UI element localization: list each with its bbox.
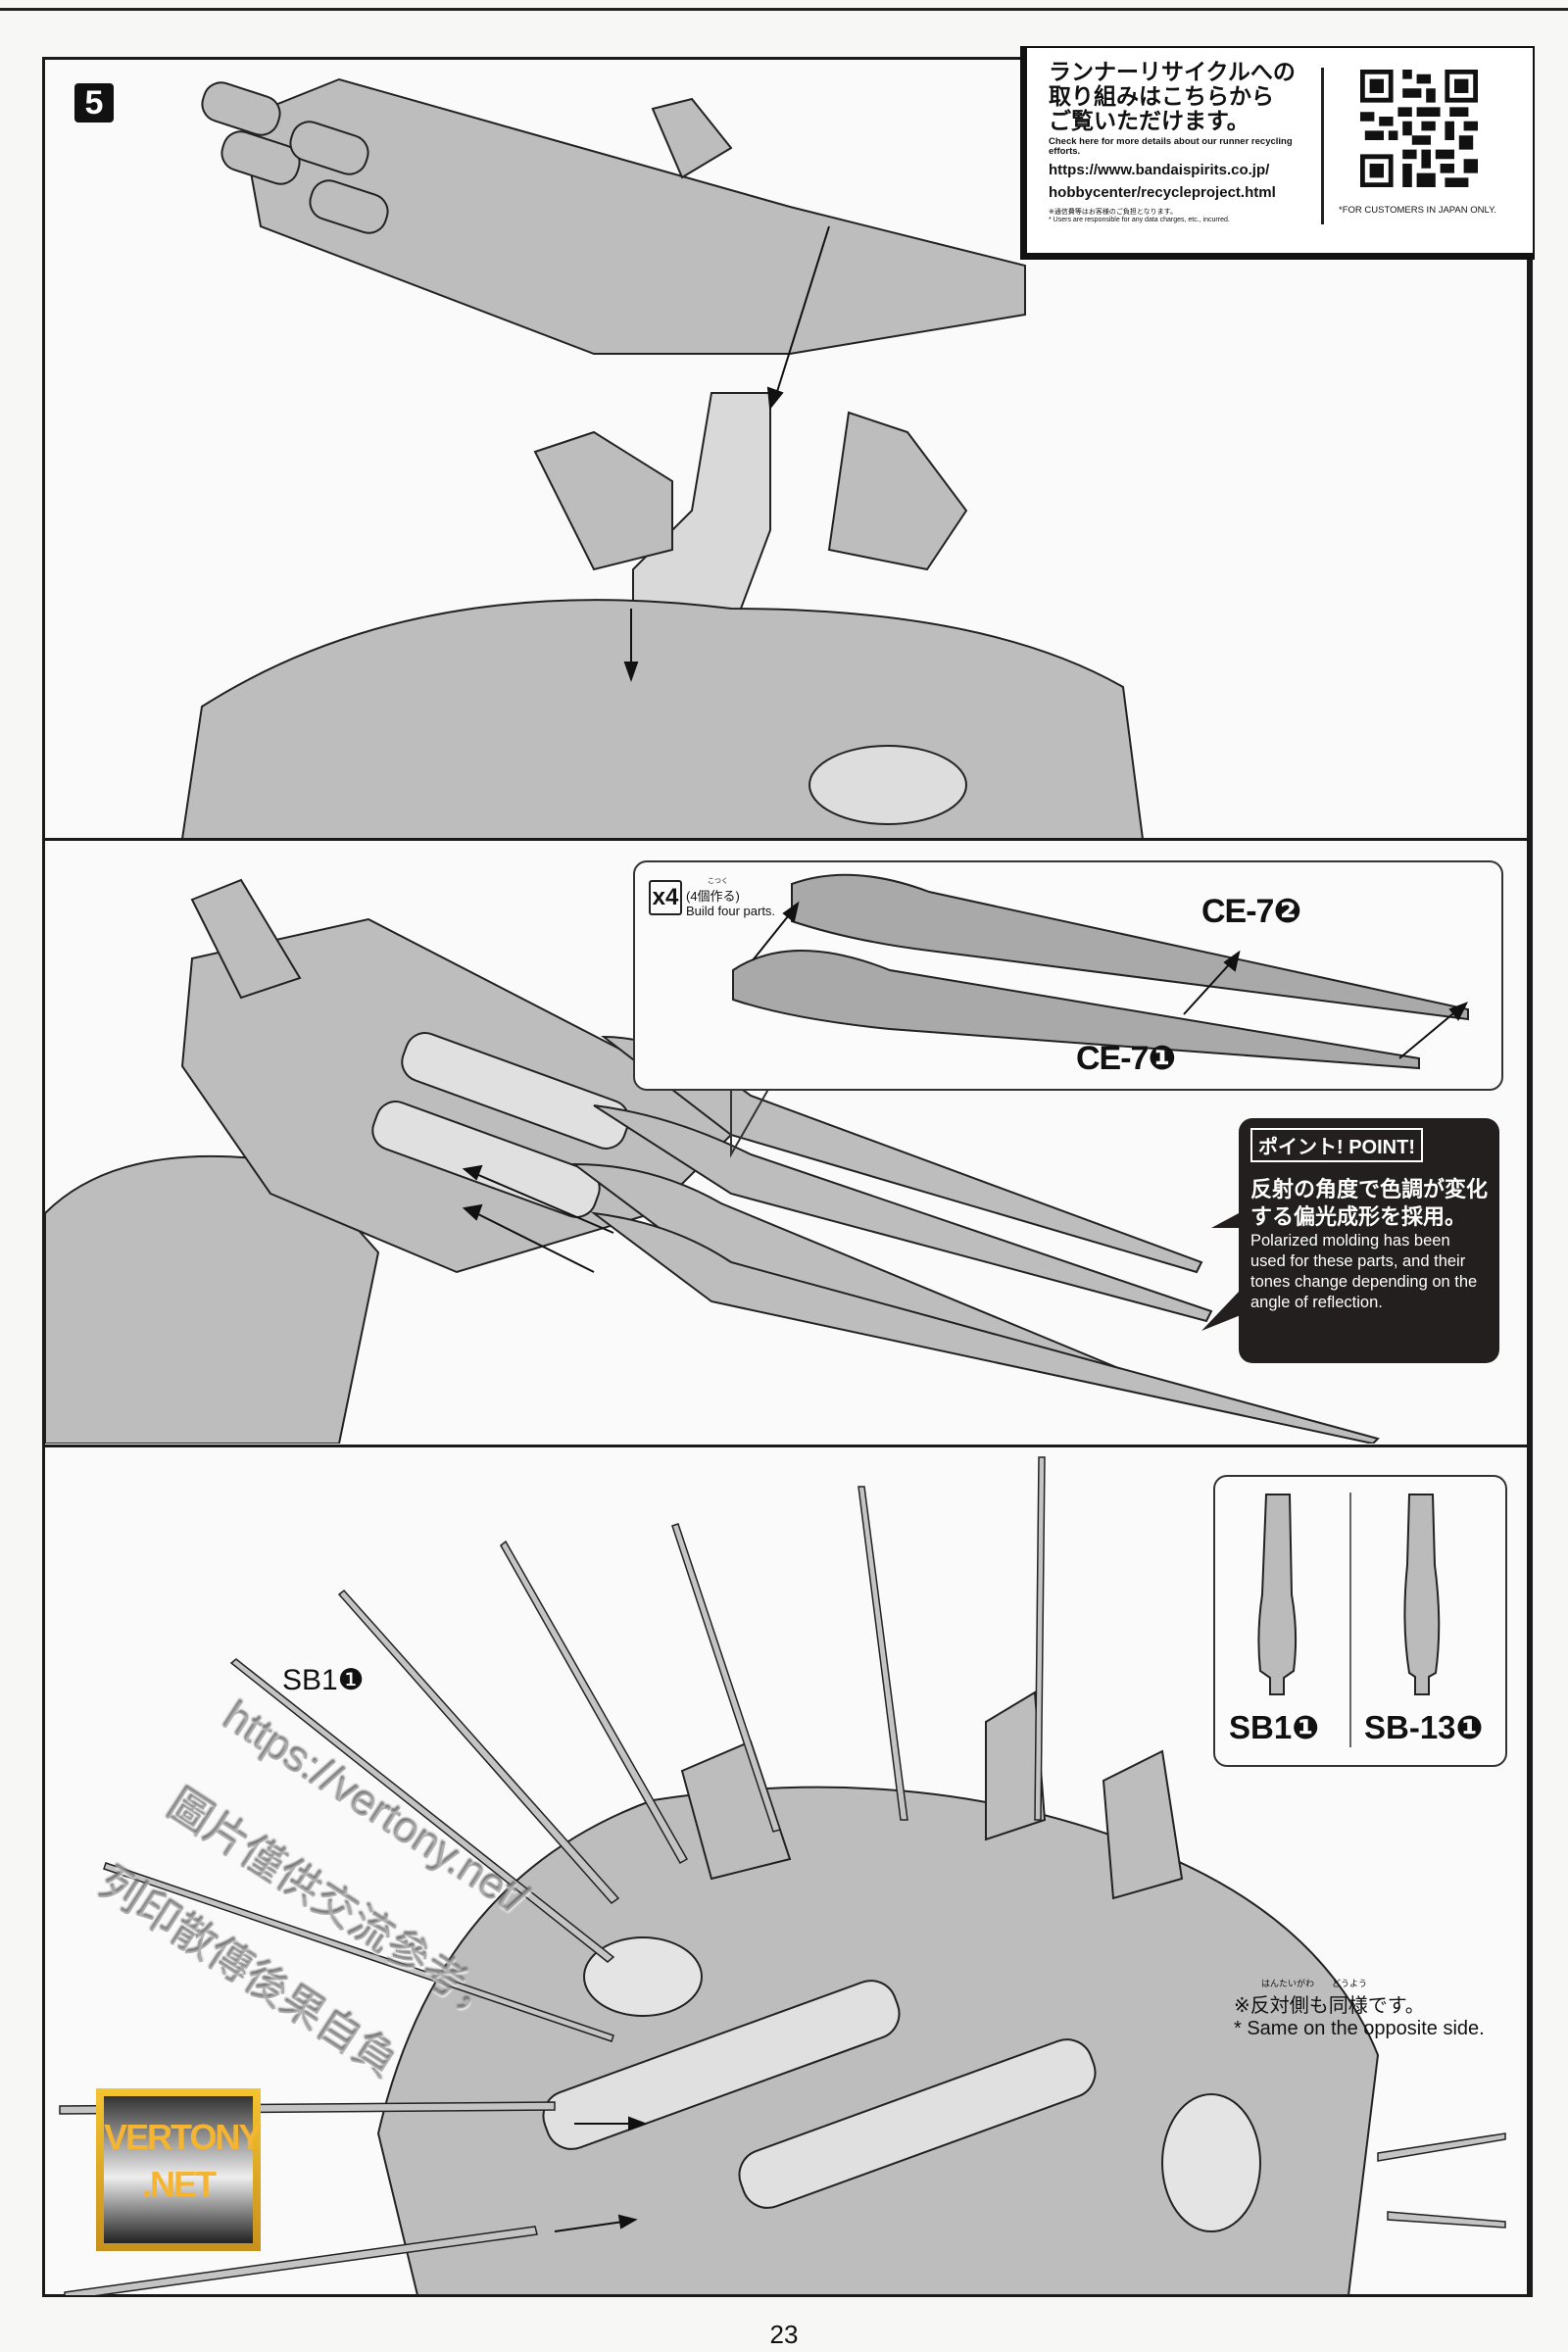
recycle-jp-line: ランナーリサイクルへの [1049, 59, 1296, 84]
subassembly-callout: x4 こつく (4個作る) Build four parts. CE-7❷ CE… [633, 860, 1503, 1091]
launcher-illustration [180, 77, 1145, 839]
vertony-logo: VERTONY.NET [96, 2088, 262, 2251]
point-en-text: Polarized molding has been used for thes… [1250, 1232, 1478, 1311]
step-panel-bottom: SB1❶ SB-13❶ SB1❶ はんたいがわ どうよう ※反対側も同様です。 … [42, 1445, 1533, 2297]
part-label-ce7-1: CE-7❶ [1076, 1040, 1176, 1077]
note-jp: ※反対側も同様です。 [1234, 1995, 1425, 2017]
recycle-en-text: Check here for more details about our ru… [1049, 136, 1293, 157]
ruby-text: こつく [708, 878, 728, 885]
opposite-side-note: はんたいがわ どうよう ※反対側も同様です。 * Same on the opp… [1234, 1973, 1485, 2040]
point-callout: ポイント! POINT! 反射の角度で色調が変化 する偏光成形を採用。 Pola… [1239, 1118, 1499, 1363]
sb-antenna-assembly-illustration [59, 1456, 1506, 2295]
point-title: ポイント! POINT! [1250, 1128, 1423, 1162]
top-rule [0, 8, 1568, 11]
recycle-note-en: * Users are responsible for any data cha… [1049, 217, 1230, 223]
quantity-badge: x4 [649, 880, 682, 915]
part-shape-illustration [1257, 1493, 1441, 1747]
part-label-sb1-callout: SB1❶ [282, 1664, 365, 1696]
part-comparison-box: SB1❶ SB-13❶ [1213, 1475, 1507, 1767]
recycle-jp-line: ご覧いただけます。 [1049, 108, 1250, 133]
qr-note: *FOR CUSTOMERS IN JAPAN ONLY. [1339, 205, 1496, 216]
note-en: * Same on the opposite side. [1234, 2018, 1485, 2039]
part-label-sb13: SB-13❶ [1364, 1709, 1484, 1745]
recycle-note-jp: ※通信費等はお客様のご負担となります。 [1049, 209, 1177, 216]
qr-code-icon[interactable] [1360, 70, 1478, 187]
funnel-assembly-illustration [45, 878, 1380, 1444]
step-panel-top: 5 ランナーリサイクルへの 取り組みはこちらから ご覧いただけます。 Check… [42, 46, 1535, 841]
point-jp-line: 反射の角度で色調が変化 [1250, 1177, 1489, 1201]
build-count-en: Build four parts. [686, 904, 776, 918]
recycle-url-line[interactable]: hobbycenter/recycleproject.html [1049, 184, 1276, 201]
ce7-parts-illustration [732, 873, 1469, 1070]
part-label-ce7-2: CE-7❷ [1201, 893, 1301, 930]
page-number: 23 [769, 2320, 799, 2349]
step-panel-middle: x4 こつく (4個作る) Build four parts. CE-7❷ CE… [42, 838, 1533, 1447]
ruby-text: はんたいがわ どうよう [1261, 1979, 1368, 1988]
part-label-sb1: SB1❶ [1229, 1709, 1320, 1745]
step-number: 5 [74, 83, 114, 122]
runner-recycle-info-box: ランナーリサイクルへの 取り組みはこちらから ご覧いただけます。 Check h… [1020, 46, 1535, 260]
recycle-jp-line: 取り組みはこちらから [1049, 83, 1274, 109]
recycle-url-line[interactable]: https://www.bandaispirits.co.jp/ [1049, 162, 1270, 178]
divider [1321, 68, 1324, 224]
build-count-jp: (4個作る) [686, 889, 740, 904]
point-jp-line: する偏光成形を採用。 [1250, 1204, 1467, 1229]
